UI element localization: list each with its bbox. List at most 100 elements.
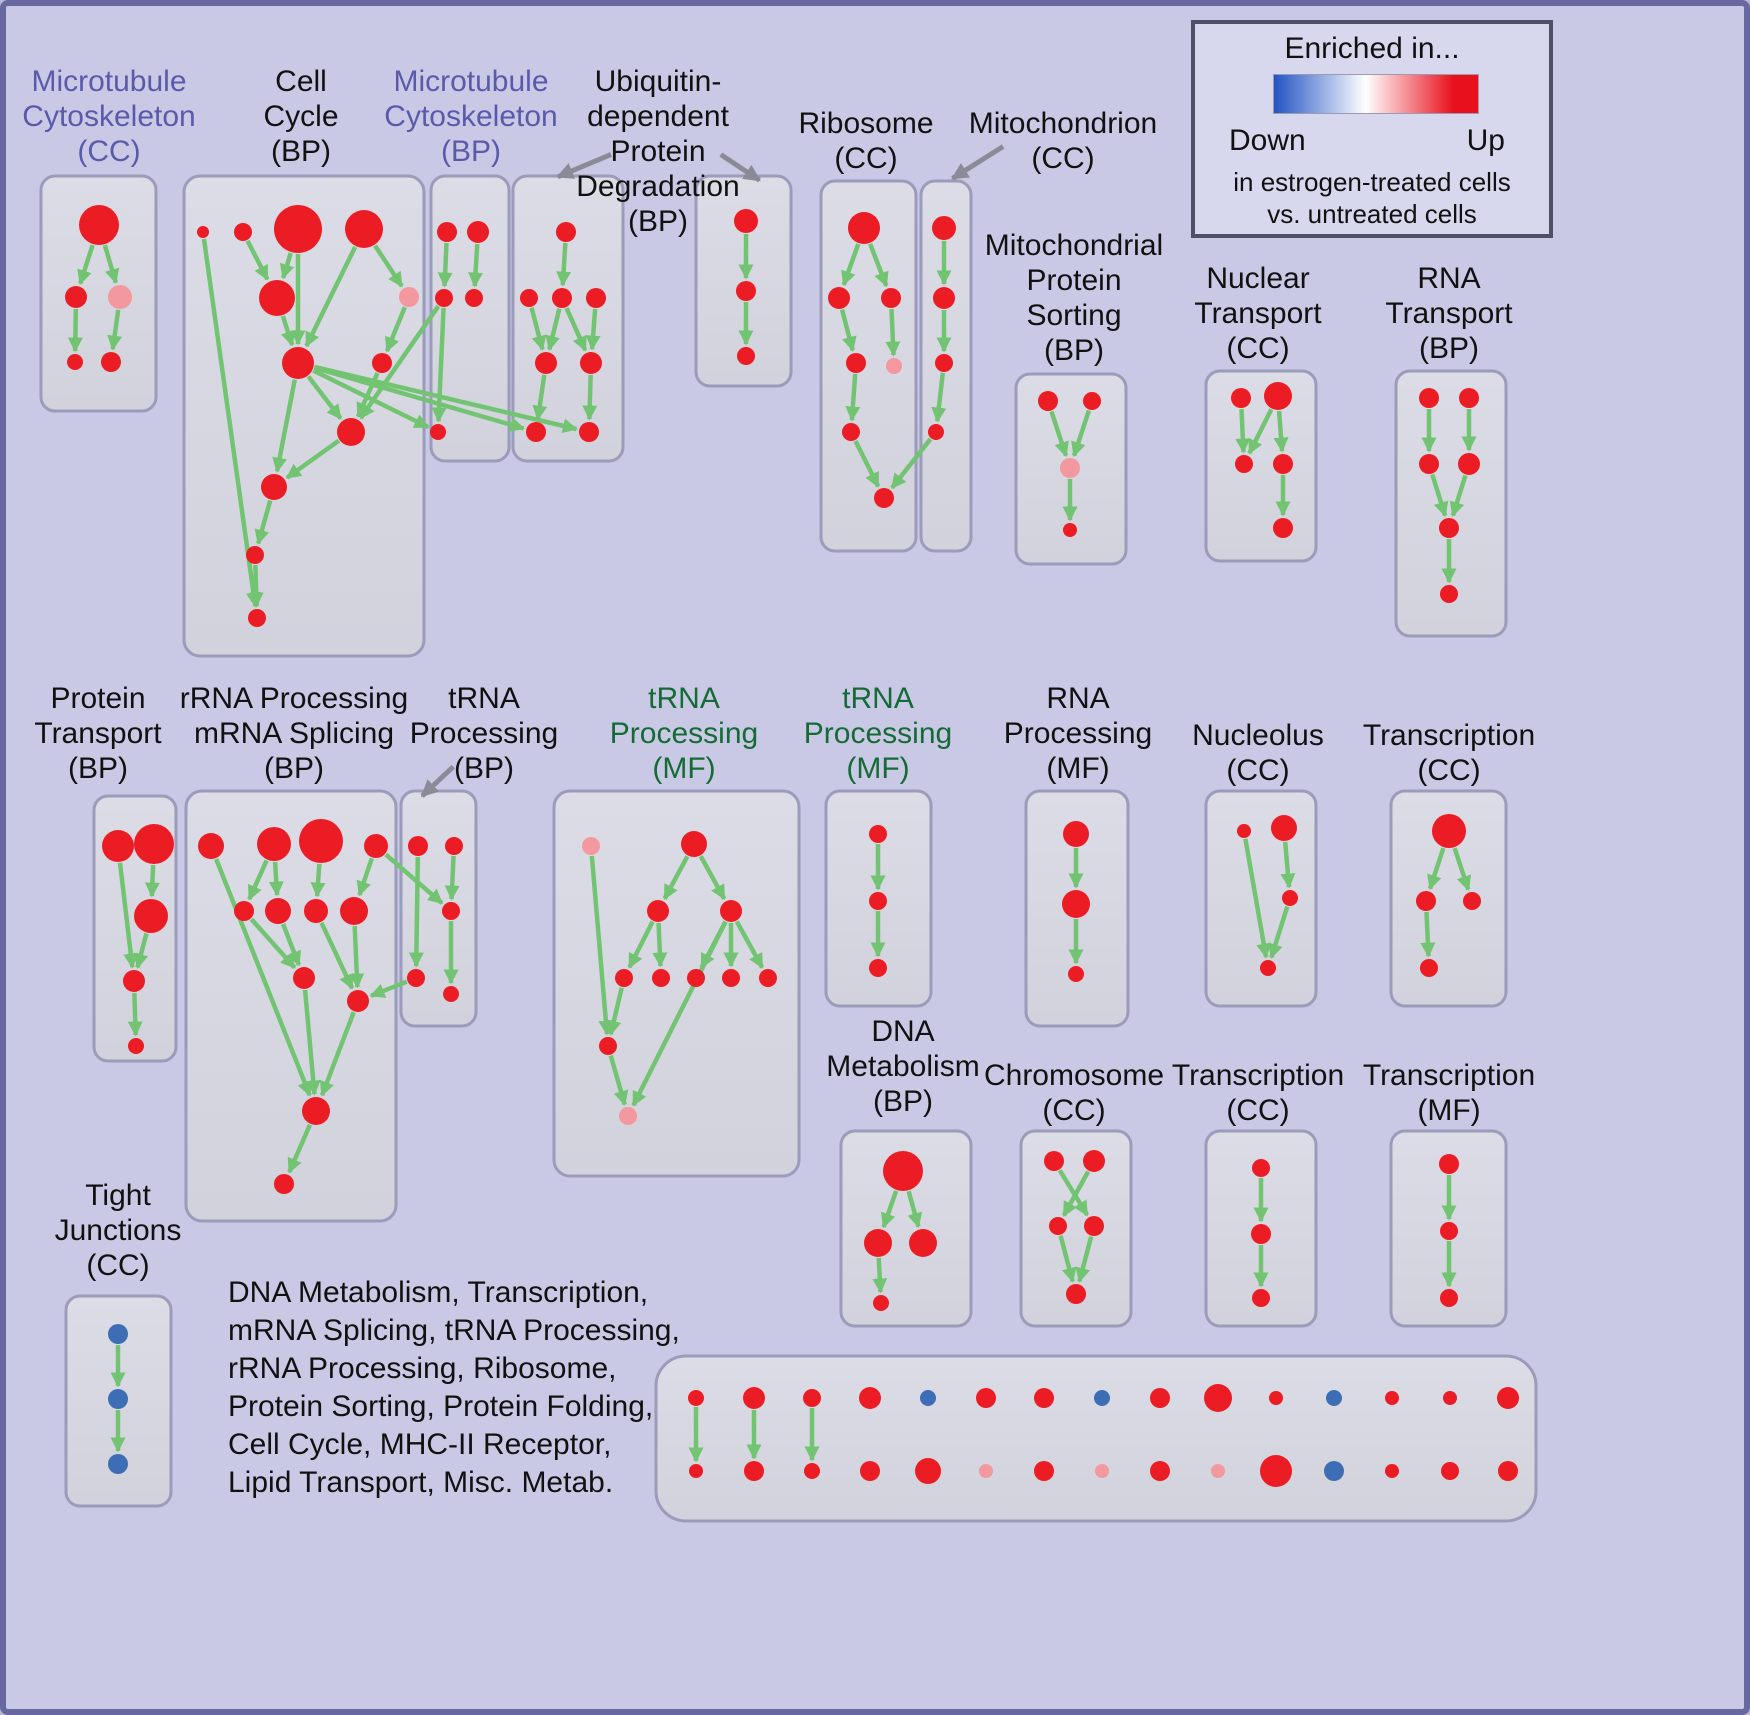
node-ribosome-0 [848, 212, 880, 244]
edge-arrow [102, 244, 120, 285]
node-miscellaneous-15 [689, 1464, 703, 1478]
node-dna-metabolism-3 [873, 1295, 889, 1311]
node-ubiquitin-degradation-1-1 [520, 289, 538, 307]
node-ribosome-3 [846, 353, 866, 373]
node-microtubule-bp-4 [430, 424, 446, 440]
edge-arrow [349, 925, 365, 989]
node-transcription-cc-1-2 [1463, 892, 1481, 910]
edge-arrow [356, 857, 374, 897]
node-cell-cycle-2 [274, 205, 322, 253]
node-trna-processing-mf-1-3 [720, 900, 742, 922]
node-miscellaneous-7 [1094, 1390, 1110, 1406]
node-trna-processing-mf-1-10 [619, 1107, 637, 1125]
edge-arrow [304, 245, 358, 348]
legend-subtitle: in estrogen-treated cells vs. untreated … [1195, 166, 1549, 230]
legend-subtitle-line2: vs. untreated cells [1267, 199, 1477, 229]
node-mitochondrion-2 [935, 354, 953, 372]
edge-arrow [1452, 847, 1472, 892]
node-cell-cycle-3 [345, 210, 383, 248]
node-miscellaneous-6 [1034, 1388, 1054, 1408]
node-trna-processing-mf-1-2 [647, 900, 669, 922]
node-tight-junctions-1 [108, 1389, 128, 1409]
edge-arrow [144, 864, 160, 898]
node-miscellaneous-0 [688, 1390, 704, 1406]
edge-arrow [272, 379, 297, 473]
edge-arrow [306, 375, 343, 420]
node-tight-junctions-2 [108, 1454, 128, 1474]
legend-title: Enriched in... [1284, 32, 1460, 65]
node-ubiquitin-degradation-2-2 [737, 347, 755, 365]
edge-arrow [853, 439, 881, 488]
node-mitochondrion-0 [932, 216, 956, 240]
node-rrna-mrna-4 [234, 901, 254, 921]
legend-box: Enriched in... Down Up in estrogen-treat… [1191, 20, 1553, 238]
node-nuclear-transport-2 [1235, 455, 1253, 473]
edge-arrow [841, 243, 861, 287]
node-miscellaneous-24 [1211, 1464, 1225, 1478]
annotation-arrow [556, 152, 613, 180]
edge-arrow [127, 992, 143, 1037]
node-rna-processing-mf-2 [1068, 966, 1084, 982]
node-mitochondrial-protein-sorting-3 [1063, 523, 1077, 537]
group-box-miscellaneous [654, 1354, 1538, 1523]
node-ribosome-4 [886, 358, 902, 374]
edge-arrow [631, 920, 728, 1107]
node-miscellaneous-13 [1443, 1391, 1457, 1405]
node-rna-processing-mf-1 [1062, 890, 1090, 918]
node-rrna-mrna-1 [257, 827, 291, 861]
edge-arrow [437, 242, 453, 288]
node-miscellaneous-14 [1497, 1387, 1519, 1409]
node-cell-cycle-4 [259, 280, 295, 316]
node-protein-transport-1 [134, 824, 174, 864]
node-cell-cycle-9 [261, 474, 287, 500]
node-rna-transport-2 [1419, 454, 1439, 474]
node-miscellaneous-2 [803, 1389, 821, 1407]
node-cell-cycle-10 [246, 546, 264, 564]
edge-arrow [279, 252, 295, 280]
node-miscellaneous-23 [1150, 1461, 1170, 1481]
node-trna-processing-mf-1-4 [615, 969, 633, 987]
annotation-arrow [951, 144, 1005, 181]
edge-arrow [1420, 911, 1436, 958]
node-mitochondrial-protein-sorting-1 [1083, 392, 1101, 410]
edge-arrow [280, 923, 302, 967]
edge-arrow [906, 1190, 923, 1229]
node-miscellaneous-28 [1441, 1462, 1459, 1480]
node-ubiquitin-degradation-1-2 [552, 288, 572, 308]
edge-arrow [606, 987, 624, 1036]
cross-edge-arrow [313, 365, 525, 432]
edge-arrow [268, 861, 284, 897]
edge-arrow [652, 922, 668, 968]
node-protein-transport-2 [134, 899, 168, 933]
node-miscellaneous-12 [1385, 1391, 1399, 1405]
node-rrna-mrna-10 [302, 1097, 330, 1125]
node-nuclear-transport-3 [1273, 454, 1293, 474]
node-mitochondrial-protein-sorting-2 [1060, 458, 1080, 478]
node-miscellaneous-17 [804, 1463, 820, 1479]
edge-arrow [201, 238, 261, 608]
node-rrna-mrna-9 [347, 990, 369, 1012]
edge-arrow [280, 315, 296, 347]
edge-arrow [302, 989, 321, 1096]
group-box-transcription-cc-1 [1389, 789, 1508, 1008]
node-trna-processing-bp-4 [443, 986, 459, 1002]
node-nucleolus-3 [1260, 960, 1276, 976]
node-trna-processing-mf-2-0 [869, 825, 887, 843]
group-box-dna-metabolism [839, 1129, 973, 1328]
node-mitochondrion-3 [928, 424, 944, 440]
edge-arrow [1061, 1170, 1091, 1217]
node-cell-cycle-8 [337, 418, 365, 446]
node-trna-processing-mf-2-2 [869, 959, 887, 977]
node-rna-transport-3 [1458, 453, 1480, 475]
node-miscellaneous-18 [860, 1461, 880, 1481]
node-microtubule-cc-0 [79, 205, 119, 245]
node-cell-cycle-11 [248, 609, 266, 627]
edge-arrow [254, 499, 273, 545]
node-ribosome-1 [828, 287, 850, 309]
node-protein-transport-0 [102, 830, 134, 862]
node-miscellaneous-21 [1034, 1461, 1054, 1481]
edge-arrow [373, 244, 404, 288]
node-miscellaneous-11 [1326, 1390, 1342, 1406]
edge-arrow [1057, 1169, 1090, 1217]
